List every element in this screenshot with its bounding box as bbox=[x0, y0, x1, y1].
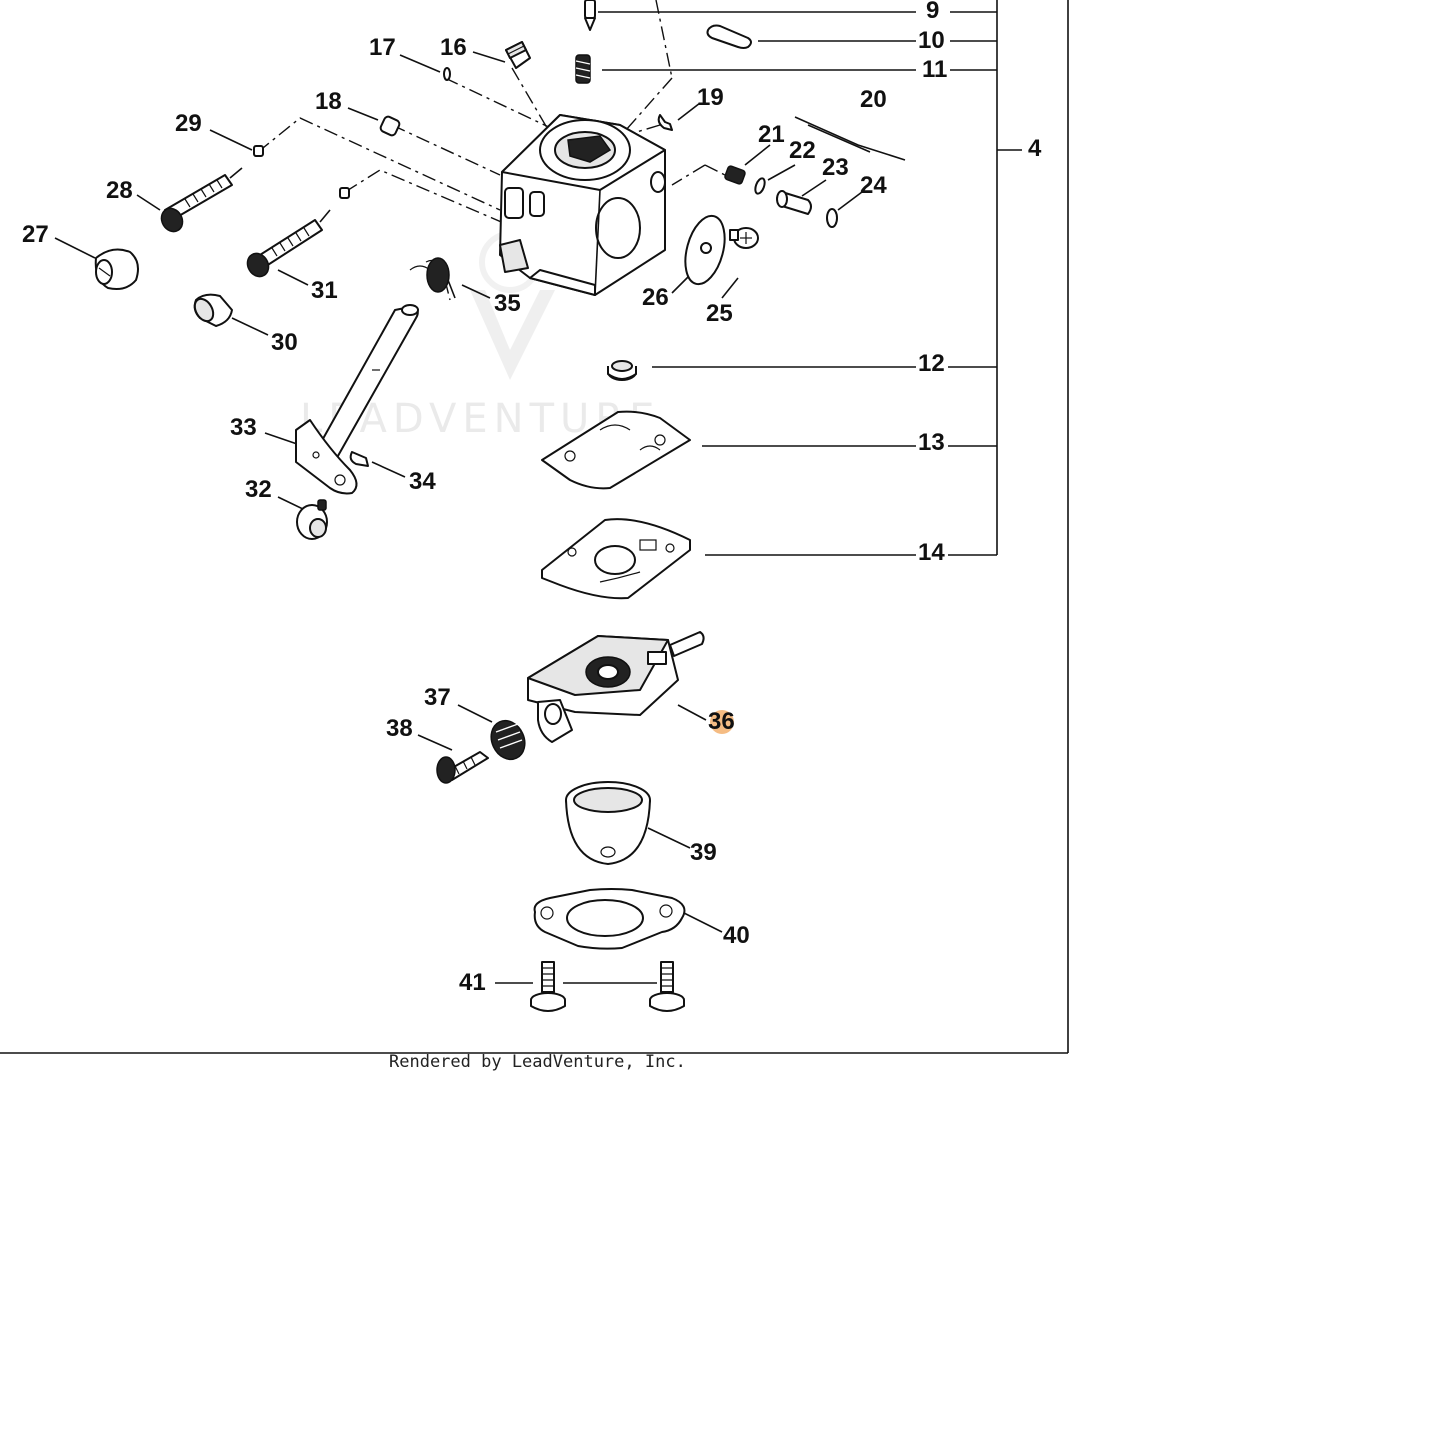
callout-22[interactable]: 22 bbox=[789, 137, 816, 164]
callout-10[interactable]: 10 bbox=[918, 27, 945, 54]
callout-18[interactable]: 18 bbox=[315, 88, 342, 115]
callout-12[interactable]: 12 bbox=[918, 350, 945, 377]
piston-part-23 bbox=[776, 190, 812, 215]
callout-38[interactable]: 38 bbox=[386, 715, 413, 742]
clip-part-34 bbox=[349, 451, 369, 467]
spring-part-35 bbox=[409, 257, 456, 299]
callout-34[interactable]: 34 bbox=[409, 468, 436, 495]
callout-11[interactable]: 11 bbox=[922, 56, 947, 83]
carburetor-body bbox=[499, 114, 666, 296]
lever-part-10 bbox=[706, 24, 752, 49]
ring-part-29 bbox=[253, 145, 350, 199]
group-bracket bbox=[948, 0, 1022, 556]
spring-part-11 bbox=[575, 54, 591, 84]
oring-part-17 bbox=[443, 67, 451, 81]
callout-40[interactable]: 40 bbox=[723, 922, 750, 949]
callout-labels: 9 10 11 4 17 16 19 20 21 22 23 24 18 29 … bbox=[22, 0, 1042, 996]
callout-39[interactable]: 39 bbox=[690, 839, 717, 866]
callout-24[interactable]: 24 bbox=[860, 172, 887, 199]
cap-part-30 bbox=[193, 293, 233, 327]
callout-37[interactable]: 37 bbox=[424, 684, 451, 711]
callout-16[interactable]: 16 bbox=[440, 34, 467, 61]
callout-17[interactable]: 17 bbox=[369, 34, 396, 61]
pump-body-part-36 bbox=[527, 631, 705, 743]
sleeve-part-18 bbox=[379, 115, 401, 137]
callout-4[interactable]: 4 bbox=[1028, 135, 1042, 162]
gasket-part-13 bbox=[541, 410, 691, 490]
callout-35[interactable]: 35 bbox=[494, 290, 521, 317]
screw-part-28 bbox=[160, 167, 243, 233]
callout-25[interactable]: 25 bbox=[706, 300, 733, 327]
shaft-part-33 bbox=[295, 304, 419, 495]
screw-part-41-a bbox=[530, 961, 566, 1012]
callout-32[interactable]: 32 bbox=[245, 476, 272, 503]
footer-credit: Rendered by LeadVenture, Inc. bbox=[389, 1052, 686, 1072]
screw-part-31 bbox=[246, 209, 331, 278]
washer-part-22 bbox=[754, 177, 766, 195]
callout-23[interactable]: 23 bbox=[822, 154, 849, 181]
needle-part-9 bbox=[584, 0, 596, 31]
screw-part-41-b bbox=[649, 961, 685, 1012]
spring-part-21 bbox=[724, 165, 746, 185]
assembly-lines bbox=[257, 0, 726, 301]
screw-part-25 bbox=[729, 227, 759, 249]
callout-36[interactable]: 36 bbox=[708, 708, 735, 735]
callout-41[interactable]: 41 bbox=[459, 969, 486, 996]
plate-part-14 bbox=[541, 518, 691, 600]
callout-29[interactable]: 29 bbox=[175, 110, 202, 137]
callout-14[interactable]: 14 bbox=[918, 539, 945, 566]
ring-part-24 bbox=[826, 208, 838, 228]
callout-21[interactable]: 21 bbox=[758, 121, 785, 148]
filter-part-12 bbox=[607, 360, 637, 381]
gasket-part-40 bbox=[533, 888, 686, 950]
diaphragm-part-26 bbox=[684, 214, 726, 286]
callout-27[interactable]: 27 bbox=[22, 221, 49, 248]
callout-31[interactable]: 31 bbox=[311, 277, 338, 304]
diagram-frame bbox=[0, 0, 1069, 1054]
knob-part-32 bbox=[296, 499, 328, 540]
spring-part-37 bbox=[490, 719, 526, 761]
callout-28[interactable]: 28 bbox=[106, 177, 133, 204]
callout-33[interactable]: 33 bbox=[230, 414, 257, 441]
primer-bulb-part-39 bbox=[565, 781, 651, 865]
callout-26[interactable]: 26 bbox=[642, 284, 669, 311]
callout-19[interactable]: 19 bbox=[697, 84, 724, 111]
callout-13[interactable]: 13 bbox=[918, 429, 945, 456]
screw-part-38 bbox=[436, 751, 489, 784]
cap-part-27 bbox=[94, 248, 139, 290]
callout-30[interactable]: 30 bbox=[271, 329, 298, 356]
plug-part-16 bbox=[505, 41, 531, 69]
clip-part-19 bbox=[657, 114, 673, 131]
callout-20[interactable]: 20 bbox=[860, 86, 887, 113]
highlight-marker bbox=[710, 710, 734, 734]
callout-9[interactable]: 9 bbox=[926, 0, 939, 24]
leader-lines bbox=[54, 11, 916, 984]
